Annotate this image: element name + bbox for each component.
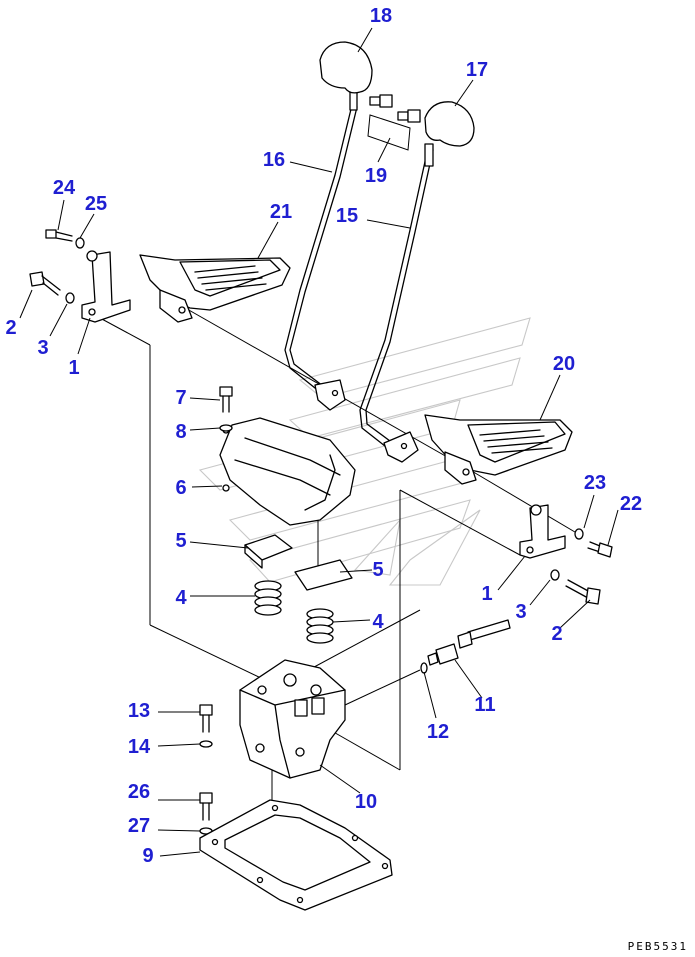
callout-1-left: 1 <box>68 357 79 379</box>
left-pedal <box>139 254 291 323</box>
callout-4-left: 4 <box>175 587 187 609</box>
bolt-set-19 <box>367 94 421 151</box>
callout-5-upper: 5 <box>175 530 186 552</box>
drawing-code: PEB5531 <box>628 940 688 953</box>
callout-12: 12 <box>427 721 449 743</box>
callout-leaders <box>19 27 619 857</box>
callout-26: 26 <box>128 781 150 803</box>
callout-20: 20 <box>553 353 575 375</box>
callout-24: 24 <box>53 177 76 199</box>
valve-bolts <box>199 704 213 835</box>
callout-18: 18 <box>370 5 392 27</box>
callout-labels: 18 17 16 19 24 25 21 15 2 3 1 20 7 8 6 2… <box>5 5 642 867</box>
gasket <box>199 799 393 911</box>
callout-9: 9 <box>142 845 153 867</box>
callout-7: 7 <box>175 387 186 409</box>
left-bracket <box>29 229 131 323</box>
callout-4-right: 4 <box>372 611 384 633</box>
lever-knob-left <box>319 41 373 94</box>
callout-25: 25 <box>85 193 107 215</box>
callout-2-right: 2 <box>551 623 562 645</box>
left-lever <box>284 41 373 411</box>
callout-1-right: 1 <box>481 583 492 605</box>
callout-11: 11 <box>474 694 495 716</box>
callout-14: 14 <box>128 736 151 758</box>
callout-10: 10 <box>355 791 377 813</box>
callout-3-right: 3 <box>515 601 526 623</box>
callout-2-left: 2 <box>5 317 16 339</box>
callout-27: 27 <box>128 815 150 837</box>
lever-knob-right <box>424 101 475 147</box>
valve-body <box>239 659 346 779</box>
callout-19: 19 <box>365 165 387 187</box>
right-bracket <box>519 504 613 605</box>
callout-16: 16 <box>263 149 285 171</box>
plates-and-springs <box>244 534 353 644</box>
callout-17: 17 <box>466 59 488 81</box>
callout-13: 13 <box>128 700 150 722</box>
callout-23: 23 <box>584 472 606 494</box>
callout-3-left: 3 <box>37 337 48 359</box>
callout-15: 15 <box>336 205 358 227</box>
callout-8: 8 <box>175 421 186 443</box>
callout-22: 22 <box>620 493 642 515</box>
callout-6: 6 <box>175 477 186 499</box>
callout-21: 21 <box>270 201 292 223</box>
right-lever <box>359 101 475 463</box>
cover-assembly <box>219 386 356 526</box>
right-pedal <box>424 414 573 485</box>
fitting-assembly <box>420 619 511 674</box>
callout-5-lower: 5 <box>372 559 383 581</box>
